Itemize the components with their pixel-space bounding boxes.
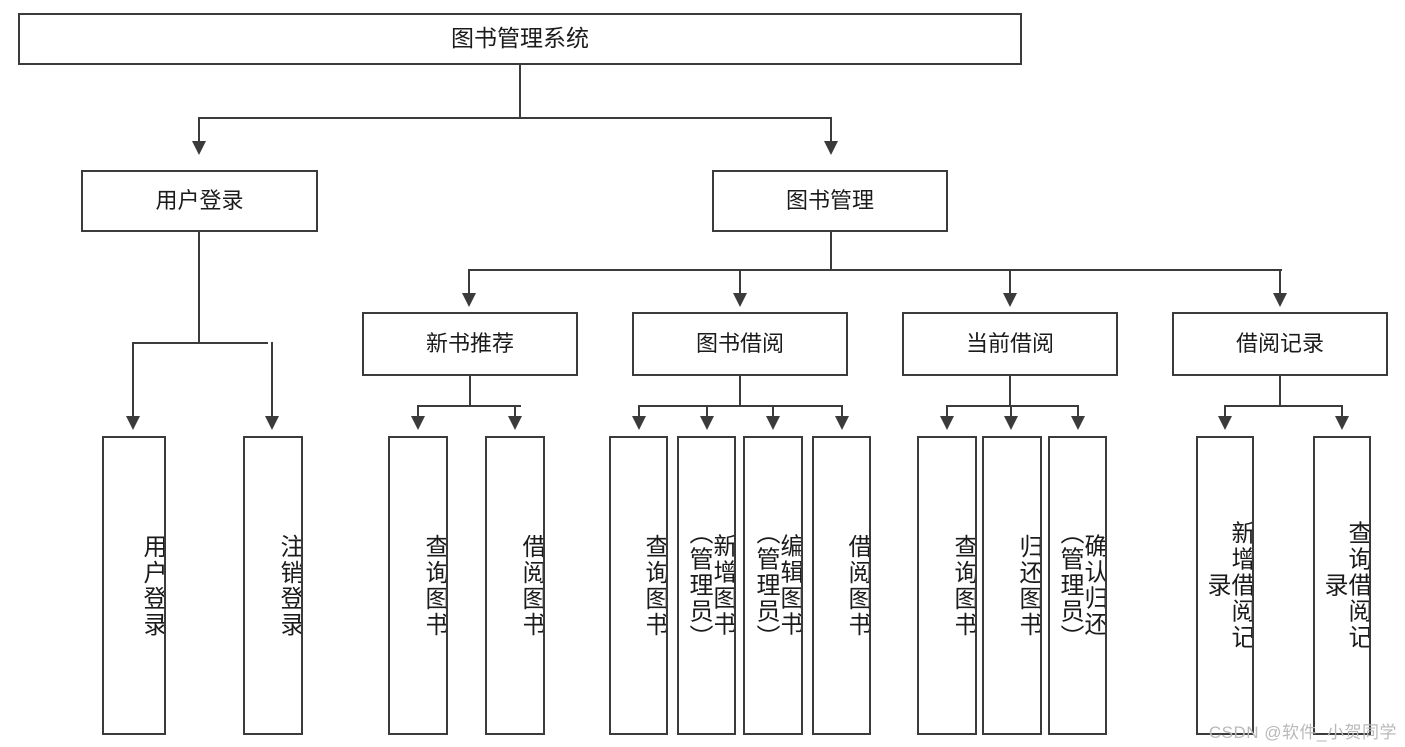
arrowhead-leaf-10 [1004,416,1018,430]
connector-leaf-drop-12 [1224,405,1226,418]
connector-leaf-drop-10 [1010,405,1012,418]
connector-leaf-drop-13 [1341,405,1343,418]
leaf-label: 查询图书 [641,533,668,638]
connector-leaf-drop-1 [132,342,134,418]
connector-root-stem [519,65,521,118]
connector-user-login-stem [198,232,200,343]
leaf-confirm-return-admin[interactable]: 确认归还（管理员） [1048,436,1107,735]
connector-drop-user-login [198,117,200,143]
arrowhead-borrow-record [1273,293,1287,307]
leaf-query-book-1[interactable]: 查询图书 [388,436,448,735]
leaf-logout[interactable]: 注销登录 [243,436,303,735]
leaf-label: 用户登录 [139,533,166,638]
connector-leaf-drop-6 [706,405,708,418]
node-label: 图书管理 [785,187,874,213]
connector-leaf-drop-4 [514,405,516,418]
arrowhead-current-borrow [1003,293,1017,307]
arrowhead-leaf-13 [1335,416,1349,430]
arrowhead-new-book-rec [462,293,476,307]
node-user-login[interactable]: 用户登录 [81,170,318,232]
connector-new-book-rec-stem [469,376,471,406]
connector-new-book-rec-bus [417,405,521,407]
leaf-borrow-book-1[interactable]: 借阅图书 [485,436,545,735]
arrowhead-leaf-9 [940,416,954,430]
connector-current-borrow-stem [1009,376,1011,406]
arrowhead-leaf-4 [508,416,522,430]
node-label: 图书管理系统 [451,25,589,52]
leaf-add-borrow-record[interactable]: 新增借阅记录 [1196,436,1254,735]
leaf-query-borrow-record[interactable]: 查询借阅记录 [1313,436,1371,735]
connector-borrow-record-stem [1279,376,1281,406]
leaf-label: 借阅图书 [518,533,545,638]
connector-book-manage-stem [830,232,832,270]
arrowhead-leaf-6 [700,416,714,430]
connector-borrow-record-bus [1224,405,1342,407]
node-new-book-recommend[interactable]: 新书推荐 [362,312,578,376]
arrowhead-leaf-8 [835,416,849,430]
connector-book-borrow-bus [638,405,843,407]
arrowhead-book-borrow [733,293,747,307]
leaf-query-book-2[interactable]: 查询图书 [609,436,668,735]
leaf-label: 查询借阅记录 [1320,520,1371,651]
arrowhead-book-manage [824,141,838,155]
arrowhead-leaf-1 [126,416,140,430]
connector-user-login-bus [132,342,268,344]
leaf-label: 编辑图书（管理员） [752,520,803,651]
leaf-label: 新增借阅记录 [1203,520,1254,651]
leaf-label: 新增图书（管理员） [685,520,736,651]
csdn-watermark: CSDN @软件_小贺同学 [1208,723,1397,742]
leaf-edit-book-admin[interactable]: 编辑图书（管理员） [743,436,803,735]
leaf-query-book-3[interactable]: 查询图书 [917,436,977,735]
leaf-label: 借阅图书 [844,533,871,638]
node-book-borrow[interactable]: 图书借阅 [632,312,848,376]
connector-leaf-drop-8 [841,405,843,418]
arrowhead-leaf-12 [1218,416,1232,430]
leaf-label: 查询图书 [950,533,977,638]
connector-leaf-drop-7 [772,405,774,418]
arrowhead-leaf-7 [766,416,780,430]
connector-leaf-drop-9 [946,405,948,418]
leaf-label: 查询图书 [421,533,448,638]
arrowhead-leaf-5 [632,416,646,430]
leaf-add-book-admin[interactable]: 新增图书（管理员） [677,436,736,735]
connector-drop-current-borrow [1009,269,1011,295]
node-root-system[interactable]: 图书管理系统 [18,13,1022,65]
connector-drop-book-manage [830,117,832,143]
arrowhead-user-login [192,141,206,155]
connector-leaf-drop-2 [271,342,273,418]
node-label: 新书推荐 [425,330,514,356]
arrowhead-leaf-2 [265,416,279,430]
leaf-label: 确认归还（管理员） [1056,520,1107,651]
connector-drop-book-borrow [739,269,741,295]
connector-leaf-drop-5 [638,405,640,418]
connector-book-borrow-stem [739,376,741,406]
connector-level2-bus [198,117,832,119]
node-label: 当前借阅 [965,330,1054,356]
leaf-return-book[interactable]: 归还图书 [982,436,1042,735]
leaf-user-login[interactable]: 用户登录 [102,436,166,735]
node-label: 用户登录 [155,187,244,213]
connector-leaf-drop-11 [1077,405,1079,418]
arrowhead-leaf-11 [1071,416,1085,430]
leaf-borrow-book-2[interactable]: 借阅图书 [812,436,871,735]
node-borrow-record[interactable]: 借阅记录 [1172,312,1388,376]
leaf-label: 归还图书 [1015,533,1042,638]
node-label: 图书借阅 [695,330,784,356]
leaf-label: 注销登录 [276,533,303,638]
connector-level3-bus [468,269,1282,271]
node-book-management[interactable]: 图书管理 [712,170,948,232]
node-label: 借阅记录 [1235,330,1324,356]
arrowhead-leaf-3 [411,416,425,430]
connector-drop-new-book-rec [468,269,470,295]
connector-current-borrow-bus [946,405,1079,407]
connector-drop-borrow-record [1279,269,1281,295]
connector-leaf-drop-3 [417,405,419,418]
node-current-borrow[interactable]: 当前借阅 [902,312,1118,376]
